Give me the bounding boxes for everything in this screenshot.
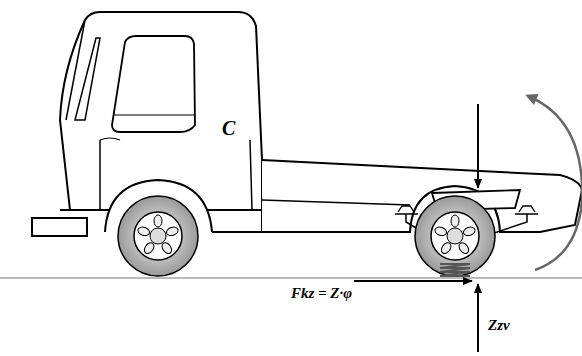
traction-force-label: Fkz = Z·φ — [291, 286, 352, 301]
body-label: C — [222, 118, 235, 138]
vertical-reaction-label: Zzv — [488, 318, 510, 333]
